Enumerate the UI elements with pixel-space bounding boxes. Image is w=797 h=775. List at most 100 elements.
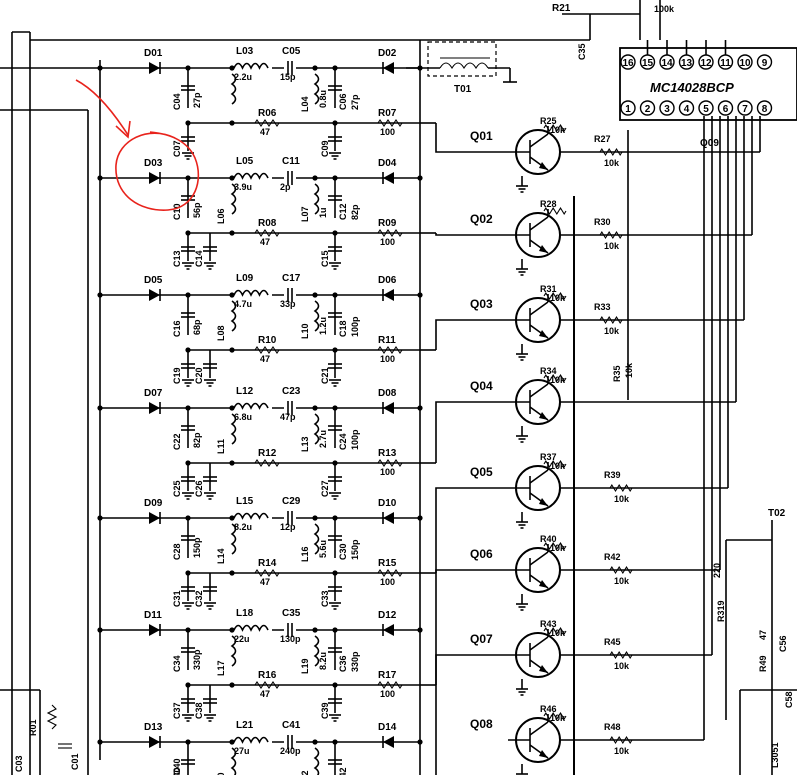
inductor-l18 (233, 624, 269, 632)
label-l18: L18 (236, 608, 254, 619)
cap-c12 (328, 195, 342, 201)
svg-text:9: 9 (762, 58, 768, 69)
cap-c38 (203, 698, 217, 704)
label-c09: C09 (320, 140, 330, 157)
label-c39: C39 (320, 702, 330, 719)
label-r11: R11 (378, 335, 396, 346)
value-r16: 47 (260, 689, 270, 699)
ic-pin-3: 3 (659, 100, 675, 116)
junction-dot (97, 627, 103, 633)
label-l15: L15 (236, 496, 254, 507)
label-r45: R45 (604, 637, 621, 647)
svg-text:16: 16 (622, 58, 634, 69)
label-c41: C41 (282, 720, 301, 731)
ground-symbol (329, 714, 341, 722)
label-r42: R42 (604, 552, 621, 562)
ground-symbol (329, 262, 341, 270)
label-l14: L14 (216, 548, 226, 564)
ic-pin-9: 9 (756, 54, 773, 70)
label-c05: C05 (282, 46, 301, 57)
junction-dot (417, 65, 423, 71)
label-r17: R17 (378, 670, 397, 681)
label-l03: L03 (236, 46, 254, 57)
label-r12: R12 (258, 448, 277, 459)
label-r10: R10 (258, 335, 277, 346)
resistor-r09 (377, 229, 403, 237)
ic-label: MC14028BCP (650, 80, 734, 95)
diode-d06 (382, 289, 394, 301)
diode-d01 (149, 62, 161, 74)
ground-symbol (182, 602, 194, 610)
annotation-arrow (75, 79, 129, 136)
label-r14: R14 (258, 558, 277, 569)
label-l19: L19 (300, 658, 310, 674)
inductor-l12 (233, 402, 269, 410)
value-l12: 6.8u (234, 412, 252, 422)
label-d01: D01 (144, 48, 163, 59)
value-c10: 56p (192, 202, 202, 218)
inductor-l05 (233, 172, 269, 180)
inductor-l08-shunt (230, 300, 237, 332)
junction-dot (229, 175, 235, 181)
cap-c14 (203, 246, 217, 252)
label-r39: R39 (604, 470, 621, 480)
svg-text:1: 1 (625, 104, 631, 115)
t01-transformer (406, 41, 517, 83)
inductor-l20-shunt (230, 747, 237, 775)
label-d04: D04 (378, 158, 397, 169)
label-c15: C15 (320, 250, 330, 267)
value-c22: 82p (192, 432, 202, 448)
cap-c13 (181, 246, 195, 252)
cap-c36 (328, 647, 342, 653)
junction-dot (417, 175, 423, 181)
value-r11: 100 (380, 354, 395, 364)
diode-d03 (149, 172, 161, 184)
r01-label: R01 (28, 719, 38, 736)
cap-c19 (181, 363, 195, 369)
value-l05: 3.9u (234, 182, 252, 192)
junction-dot (312, 65, 318, 71)
value-r39: 10k (614, 494, 630, 504)
value-r08: 47 (260, 237, 270, 247)
ground-symbol (182, 262, 194, 270)
label-l08: L08 (216, 325, 226, 341)
value-l21: 27u (234, 746, 250, 756)
label-c42: C42 (338, 767, 348, 775)
junction-dot (97, 65, 103, 71)
label-c37: C37 (172, 702, 182, 719)
value-c23: 47p (280, 412, 296, 422)
cap-c32 (203, 586, 217, 592)
value-r45: 10k (614, 661, 630, 671)
label-c28: C28 (172, 543, 182, 560)
q09-label: Q09 (700, 138, 719, 149)
diode-d05 (149, 289, 161, 301)
svg-text:13: 13 (681, 58, 693, 69)
value-l16: 5.6u (318, 540, 328, 558)
ic-pin-1: 1 (620, 100, 636, 116)
value-r48: 10k (614, 746, 630, 756)
inductor-l16 (313, 523, 320, 555)
junction-dot (97, 405, 103, 411)
label-c38: C38 (194, 702, 204, 719)
label-c12: C12 (338, 203, 348, 220)
inductor-l10 (313, 300, 320, 332)
junction-dot (229, 682, 235, 688)
label-c16: C16 (172, 320, 182, 337)
label-c25: C25 (172, 480, 182, 497)
diode-d14 (382, 736, 394, 748)
value-l03: 2.2u (234, 72, 252, 82)
junction-dot (417, 292, 423, 298)
cap-c33 (328, 586, 342, 592)
label-r48: R48 (604, 722, 621, 732)
svg-text:6: 6 (723, 104, 729, 115)
inductor-l15 (233, 512, 269, 520)
